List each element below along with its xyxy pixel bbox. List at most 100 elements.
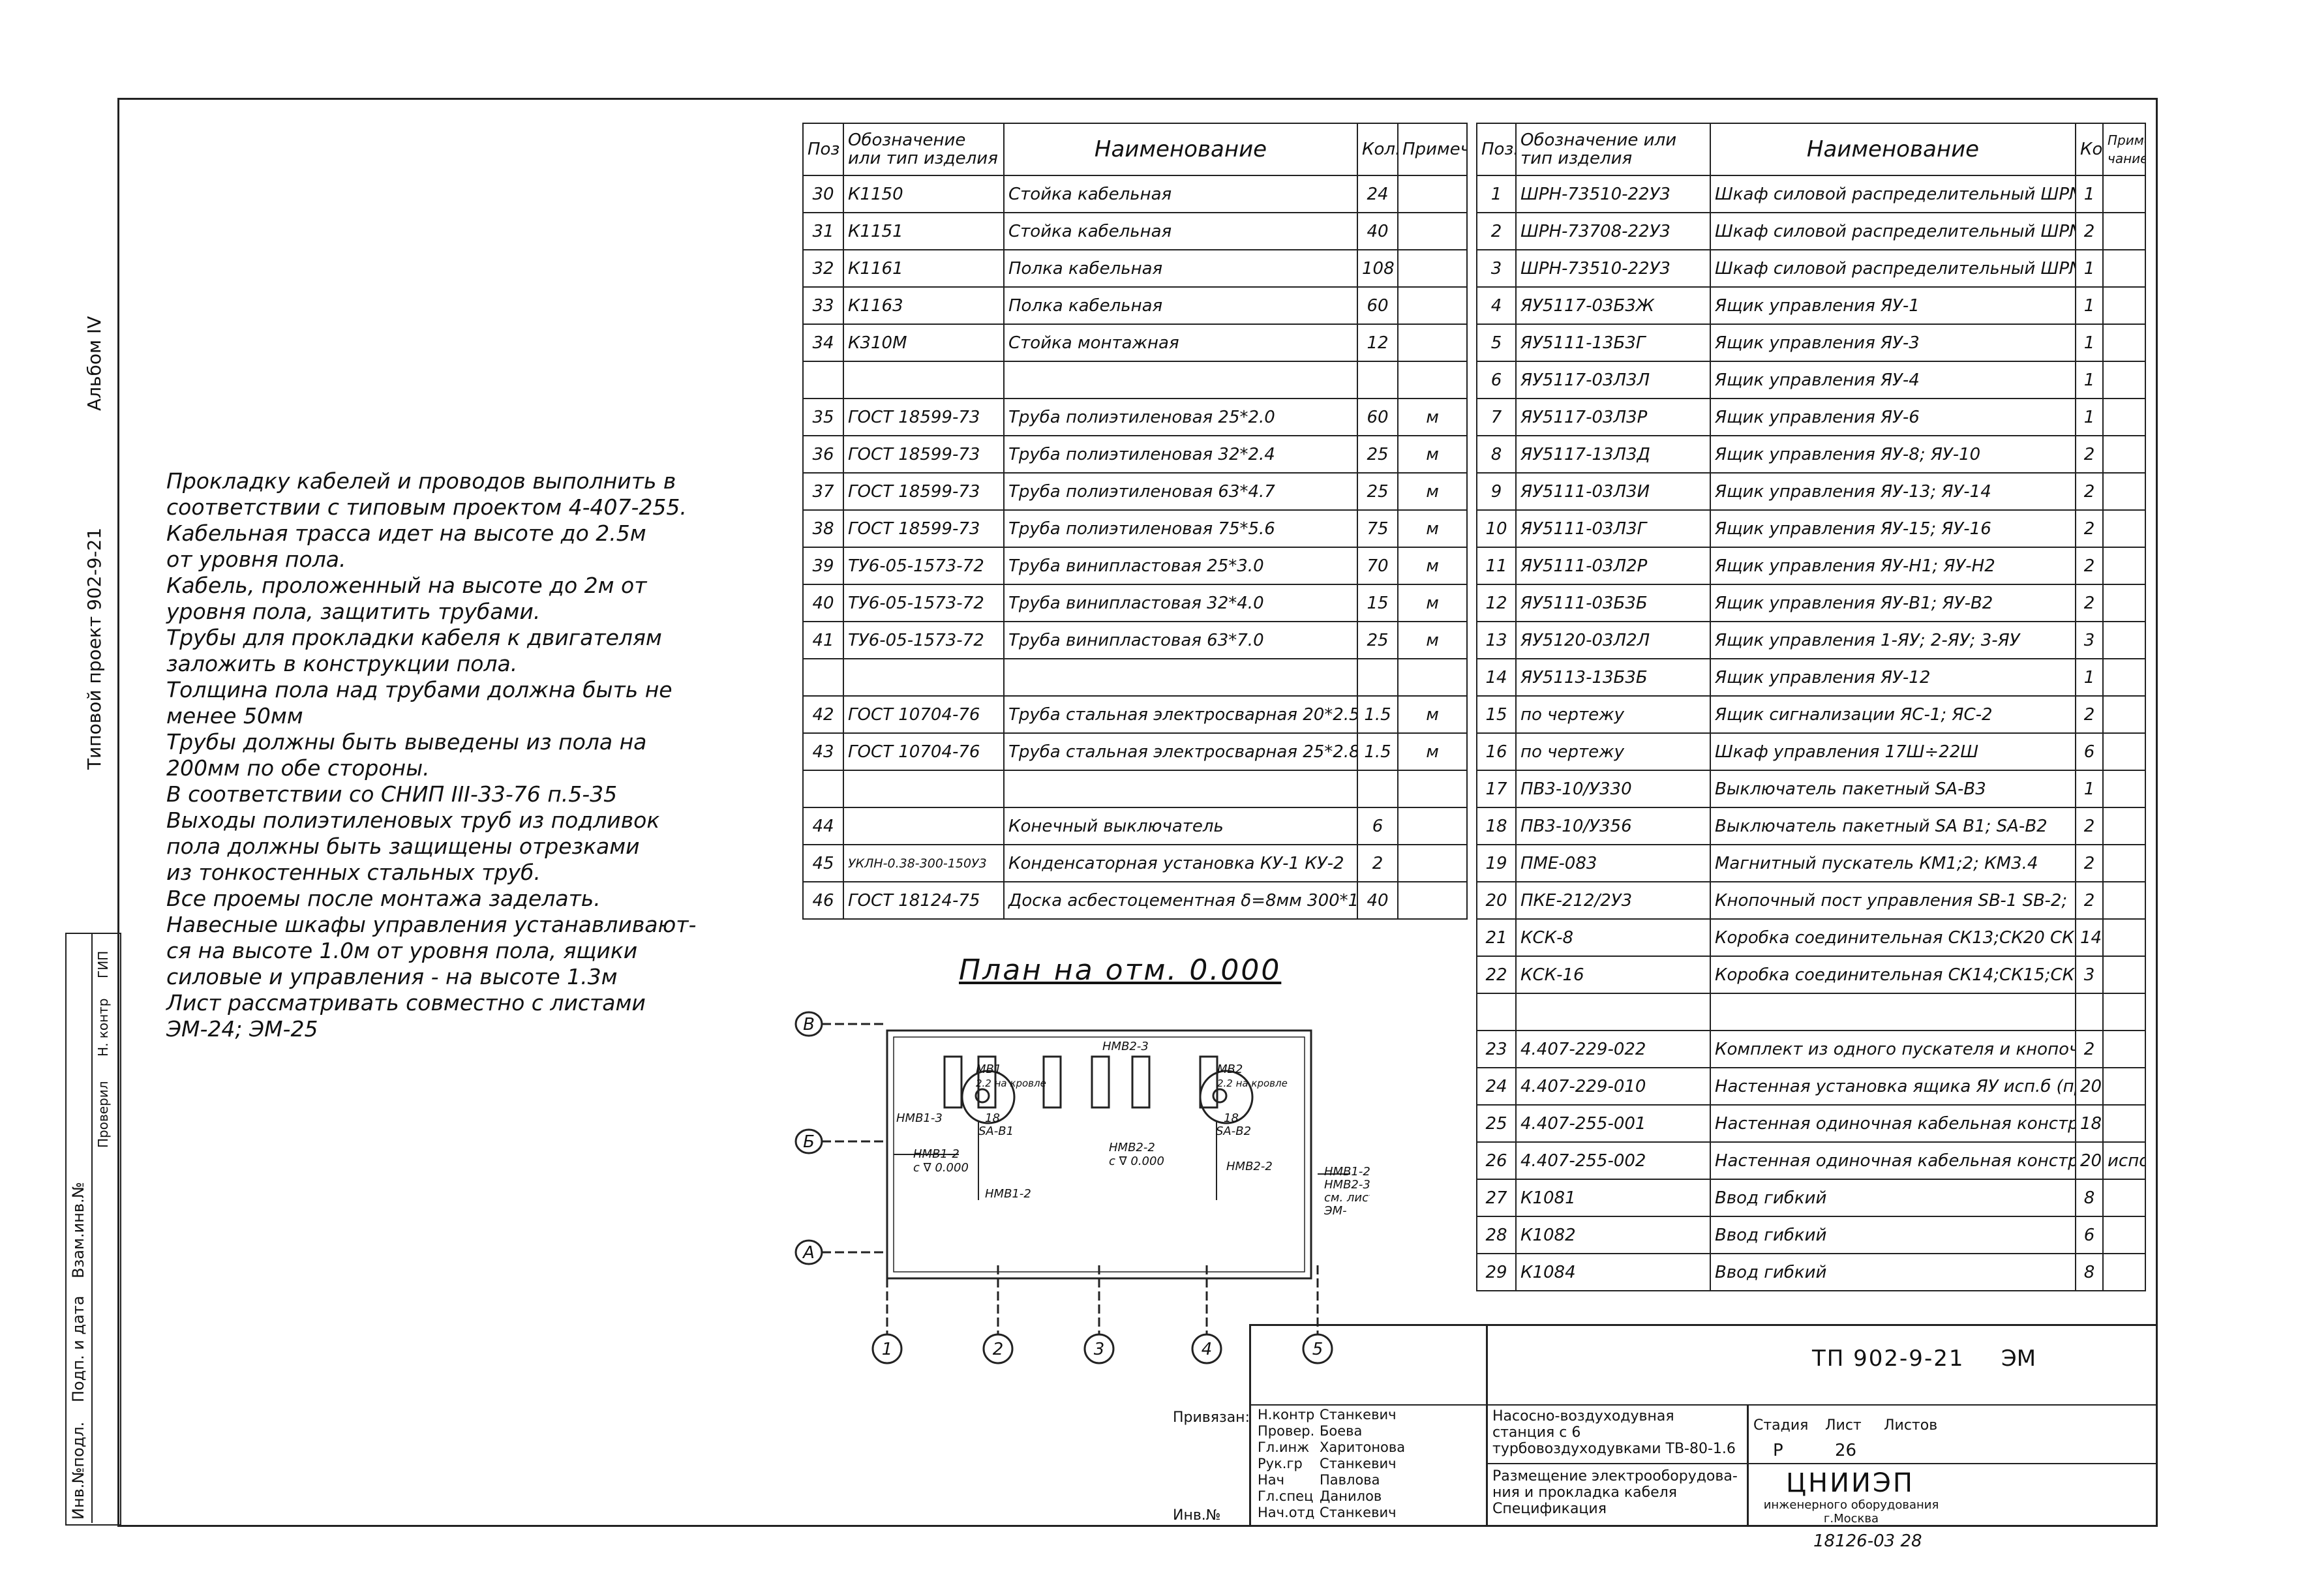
qty-cell: 2 [2075,509,2104,548]
pos-cell: 39 [802,547,844,585]
pos-cell: 33 [802,286,844,325]
pos-cell: 22 [1476,956,1517,994]
axis-row-label: А [802,1243,815,1263]
code-cell: по чертежу [1515,695,1711,734]
note-cell: м [1397,695,1468,734]
qty-cell: 20 [2075,1141,2104,1180]
note-line: Все проемы после монтажа заделать. [166,886,601,911]
note-cell [1397,175,1468,213]
code-cell: ПВ3-10/У330 [1515,770,1711,808]
pos-cell: 25 [1476,1104,1517,1143]
note-cell [1397,770,1468,808]
qty-cell: 2 [2075,435,2104,474]
name-cell: Настенная одиночная кабельная конструкци… [1710,1141,2076,1180]
spec-table-right: Поз. Обозначение или тип изделия Наимено… [1476,123,2146,1291]
qty-cell: 25 [1357,472,1398,511]
table-row [802,770,1468,808]
note-cell [2102,286,2146,325]
note-line: Кабельная трасса идет на высоте до 2.5м [166,520,646,546]
col-header-name: Наименование [1710,123,2076,176]
name-cell: Труба полиэтиленовая 25*2.0 [1003,398,1358,436]
pos-cell: 20 [1476,881,1517,920]
code-cell [843,770,1005,808]
code-cell: КСК-8 [1515,918,1711,957]
note-line: уровня пола, защитить трубами. [166,599,541,624]
qty-cell: 18 [2075,1104,2104,1143]
title-vline [1486,1404,1488,1525]
axis-row-label: Б [803,1132,815,1152]
name-cell: Полка кабельная [1003,286,1358,325]
col-header-pos: Поз [802,123,844,176]
name-cell: Шкаф силовой распределительный ШР№2;№4 [1710,212,2076,250]
note-line: соответствии с типовым проектом 4-407-25… [166,494,687,520]
title-hline-mid [1486,1463,2156,1464]
note-cell [2102,1067,2146,1106]
pos-cell: 28 [1476,1216,1517,1254]
org-name: ЦНИИЭП [1786,1468,1914,1498]
code-cell: ЯУ5111-03Л2Р [1515,547,1711,585]
code-cell: К1150 [843,175,1005,213]
side-stamp-approval-3: ГИП [95,950,111,978]
code-cell: ШРН-73510-22У3 [1515,249,1711,288]
code-cell: ГОСТ 10704-76 [843,732,1005,771]
note-cell [1397,881,1468,920]
note-cell [2102,1179,2146,1217]
note-cell [2102,658,2146,697]
code-cell: ГОСТ 18124-75 [843,881,1005,920]
note-cell [2102,361,2146,399]
code-cell: 4.407-255-001 [1515,1104,1711,1143]
plan-label: МВ1 [976,1062,1001,1076]
pos-cell: 26 [1476,1141,1517,1180]
qty-cell: 40 [1357,212,1398,250]
qty-cell: 6 [2075,732,2104,771]
doc-code: ТП 902-9-21 [1812,1346,1965,1372]
code-cell: 4.407-229-022 [1515,1030,1711,1068]
name-cell: Конечный выключатель [1003,807,1358,845]
inv-label: Инв.№ [1173,1507,1221,1524]
pos-cell: 34 [802,324,844,362]
pos-cell: 13 [1476,621,1517,659]
note-cell [2102,1253,2146,1291]
stage-value: Р [1773,1441,1783,1460]
name-cell: Шкаф управления 17Ш÷22Ш [1710,732,2076,771]
code-cell: ТУ6-05-1573-72 [843,547,1005,585]
pos-cell [802,361,844,399]
title-hline [1251,1404,2156,1406]
axis-col-label: 2 [993,1340,1004,1359]
qty-cell: 2 [2075,695,2104,734]
note-line: Толщина пола над трубами должна быть не [166,677,673,702]
axis-row-label: В [803,1015,815,1034]
note-line: Кабель, проложенный на высоте до 2м от [166,573,647,598]
name-cell [1003,658,1358,697]
note-cell [2102,918,2146,957]
name-cell: Коробка соединительная СК13;СК20 СК1;СК-… [1710,918,2076,957]
side-stamp-divider [91,933,93,1523]
plan-label: с ∇ 0.000 [1109,1154,1164,1168]
qty-cell: 25 [1357,435,1398,474]
side-stamp-box [65,933,121,1526]
note-cell: м [1397,435,1468,474]
pos-cell: 19 [1476,844,1517,882]
col-header-note: Приме- чание [2102,123,2146,176]
plan-label: ЭМ- [1323,1204,1347,1218]
stage-label: Стадия [1753,1417,1809,1434]
pos-cell: 1 [1476,175,1517,213]
name-cell: Стойка монтажная [1003,324,1358,362]
qty-cell: 20 [2075,1067,2104,1106]
code-cell: ЯУ5117-03Л3Р [1515,398,1711,436]
pos-cell [1476,993,1517,1031]
